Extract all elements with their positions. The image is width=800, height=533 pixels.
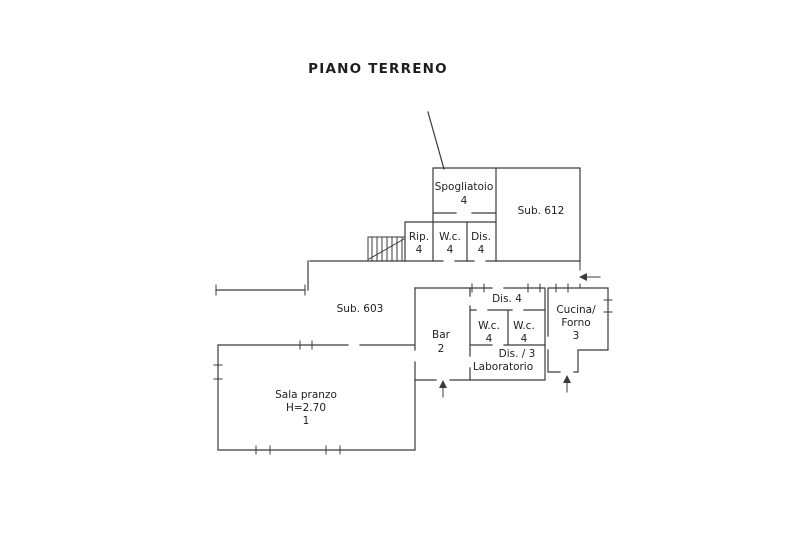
bar-block-window-ticks xyxy=(471,283,541,293)
room-number-wc-bar-right: 4 xyxy=(521,333,528,345)
room-label-wc-upper: W.c. xyxy=(439,231,461,243)
east-entrance-arrow-head xyxy=(579,273,587,281)
room-label-sub603: Sub. 603 xyxy=(337,303,384,315)
room-label-sala-pranzo: Sala pranzo xyxy=(275,389,337,401)
entrance-arrows xyxy=(439,260,601,398)
upper-block-outline xyxy=(404,167,581,262)
room-label-spogliatoio: Spogliatoio xyxy=(435,181,494,193)
sala-pranzo-window-ticks xyxy=(213,340,341,455)
cucina-entrance-arrow-head xyxy=(563,375,571,383)
cucina-window-ticks xyxy=(555,283,613,313)
staircase-break-line xyxy=(368,238,405,260)
courtyard-wall-lines xyxy=(215,260,309,291)
east-entrance-arrow xyxy=(579,260,601,289)
room-label-dis-upper: Dis. xyxy=(471,231,491,243)
boundary-line-group xyxy=(427,111,445,170)
room-number-rip: 4 xyxy=(416,244,423,256)
bar-block-outline xyxy=(414,287,546,381)
bar-entrance-arrow-head xyxy=(439,380,447,388)
room-label-sub612: Sub. 612 xyxy=(518,205,565,217)
room-number-wc-upper: 4 xyxy=(447,244,454,256)
room-number-bar: 2 xyxy=(438,343,445,355)
room-label-wc-bar-right: W.c. xyxy=(513,320,535,332)
room-number-dis-upper: 4 xyxy=(478,244,485,256)
room-height-sala-pranzo: H=2.70 xyxy=(286,402,326,414)
room-label-dis-lab: Dis. / 3 xyxy=(499,348,536,360)
cucina-block-outline xyxy=(547,287,609,373)
room-label-rip: Rip. xyxy=(409,231,429,243)
staircase xyxy=(367,236,406,262)
room-label-laboratorio: Laboratorio xyxy=(473,361,533,373)
room-number-spogliatoio: 4 xyxy=(461,195,468,207)
room-label-wc-bar-left: W.c. xyxy=(478,320,500,332)
sala-pranzo-walls xyxy=(213,287,416,455)
bar-block-walls xyxy=(414,283,546,381)
room-label-cucina-line1: Cucina/ xyxy=(556,304,596,316)
room-number-wc-bar-left: 4 xyxy=(486,333,493,345)
cucina-entrance-arrow xyxy=(563,375,571,393)
courtyard-walls xyxy=(215,260,309,296)
bar-block-partitions xyxy=(469,287,546,381)
room-label-dis-bar: Dis. 4 xyxy=(492,293,522,305)
sala-pranzo-outline xyxy=(217,287,416,451)
bar-entrance-arrow xyxy=(439,380,447,398)
room-label-cucina-line2: Forno xyxy=(561,317,590,329)
room-number-cucina: 3 xyxy=(573,330,580,342)
courtyard-wall-ticks xyxy=(215,284,306,296)
upper-block-walls xyxy=(309,167,581,262)
cucina-block-walls xyxy=(547,283,613,373)
page-title: PIANO TERRENO xyxy=(308,61,448,77)
room-number-sala-pranzo: 1 xyxy=(303,415,310,427)
room-label-bar: Bar xyxy=(432,329,451,341)
boundary-line xyxy=(427,111,445,170)
room-labels: Spogliatoio 4 Sub. 612 Rip. 4 W.c. 4 Dis… xyxy=(275,181,596,427)
